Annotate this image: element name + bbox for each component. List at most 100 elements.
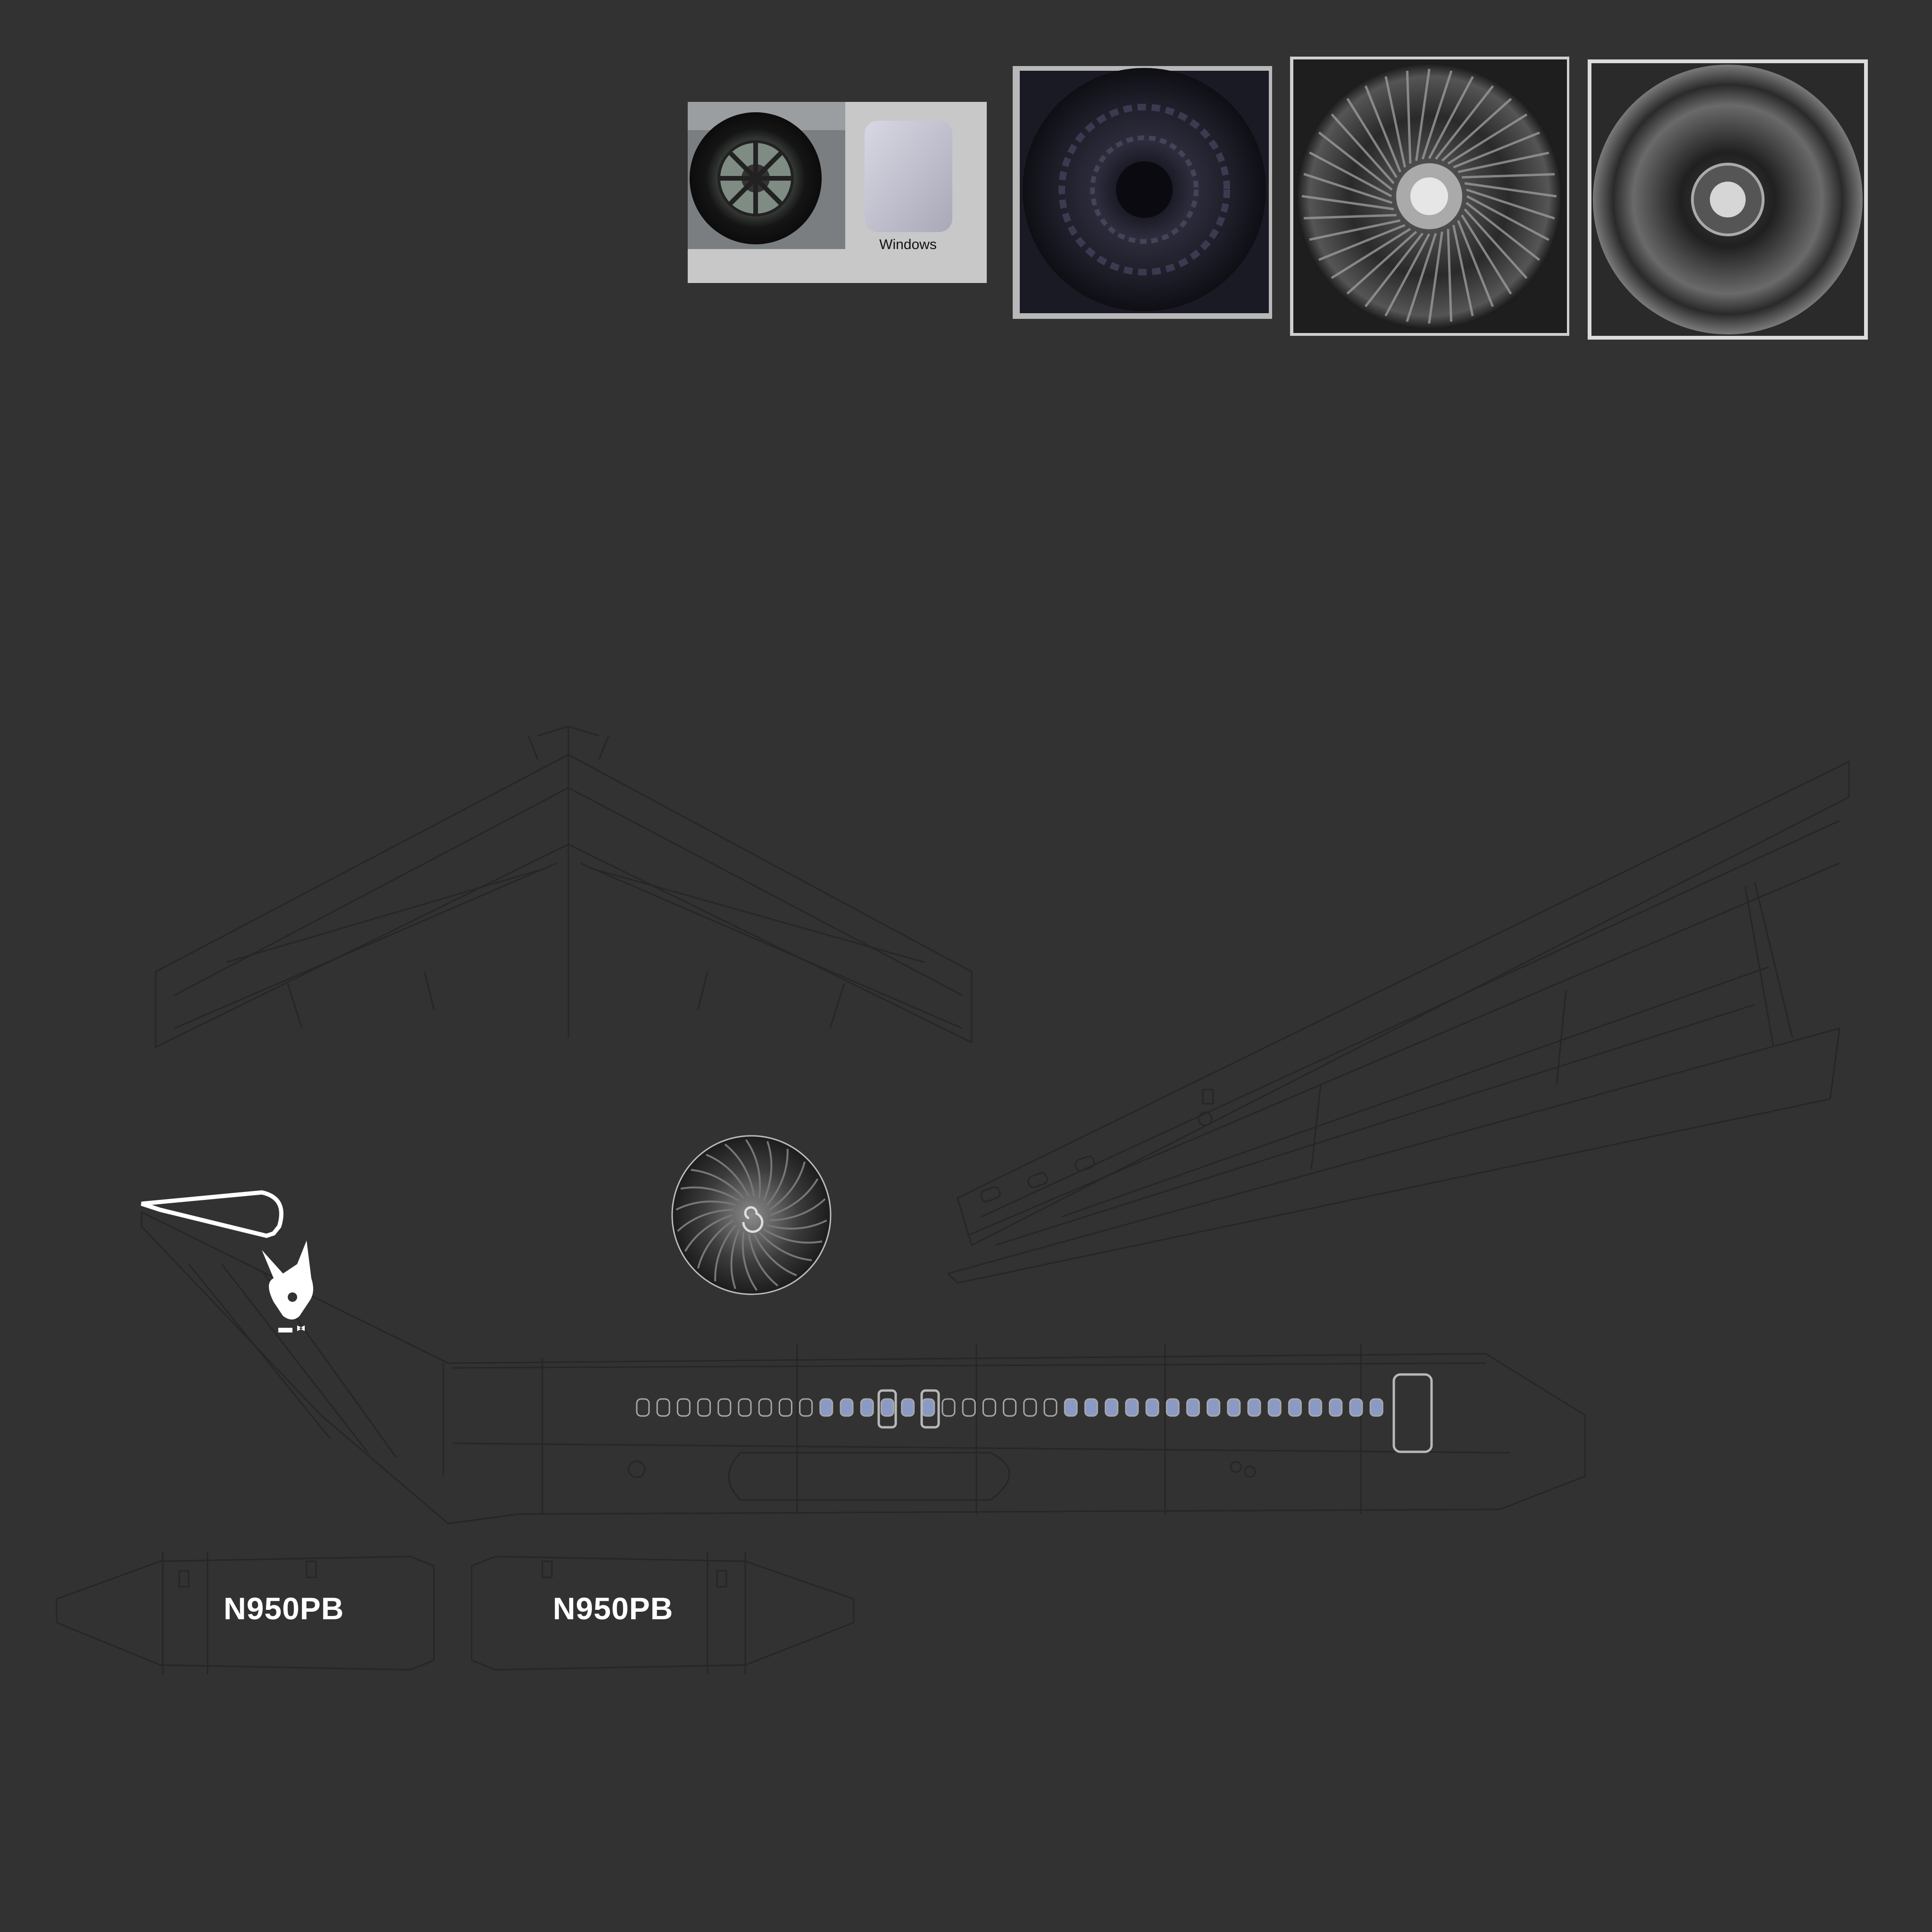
- spinner-blade: [724, 1143, 755, 1197]
- spinner-blade: [697, 1219, 734, 1269]
- spinner-blade: [680, 1186, 740, 1202]
- fan-blade: [1384, 76, 1407, 168]
- spinner-blade: [767, 1219, 827, 1230]
- cabin-window: [758, 1398, 772, 1417]
- cabin-window: [1145, 1398, 1159, 1417]
- spinner-blade: [763, 1141, 773, 1201]
- fan-blade: [1464, 182, 1557, 198]
- fan-blade: [1457, 151, 1549, 174]
- fan-blade: [1364, 233, 1424, 308]
- fan-blade: [1447, 229, 1453, 322]
- spinner-blade: [691, 1169, 744, 1199]
- fan-blade: [1466, 201, 1541, 261]
- cabin-window: [1227, 1398, 1241, 1417]
- cabin-window: [1267, 1398, 1282, 1417]
- tail-cap-outline: [141, 1190, 283, 1238]
- fan-blade: [1466, 195, 1549, 241]
- cabin-window: [717, 1398, 732, 1417]
- fan-blade: [1346, 98, 1398, 178]
- spinner-blade: [770, 1178, 819, 1216]
- tail-logo-top: [141, 1190, 313, 1332]
- fan-blade: [1309, 151, 1392, 198]
- wing-side-uv: [947, 760, 1850, 1284]
- cabin-window: [1003, 1398, 1017, 1417]
- fan-blade: [1428, 231, 1443, 324]
- cabin-window: [982, 1398, 996, 1417]
- spinner-blade: [730, 1229, 740, 1289]
- cabin-window: [1166, 1398, 1180, 1417]
- spinner-blade: [675, 1200, 736, 1211]
- spinner-blade: [741, 1232, 758, 1291]
- fuselage-left-side-uv: [141, 1211, 1586, 1524]
- spinner-blade: [745, 1139, 761, 1198]
- fan-blade: [1421, 70, 1453, 159]
- wheel-texture-panel: [688, 102, 987, 283]
- fan-blade: [1457, 220, 1494, 307]
- cabin-window: [1023, 1398, 1037, 1417]
- fan-blade: [1464, 208, 1528, 279]
- cabin-window: [880, 1398, 894, 1417]
- fan-blade: [1406, 70, 1412, 164]
- cabin-window: [799, 1398, 813, 1417]
- cabin-window: [1349, 1398, 1363, 1417]
- spinner-blade: [684, 1214, 733, 1252]
- cabin-window: [1288, 1398, 1302, 1417]
- cabin-window: [656, 1398, 670, 1417]
- fan-blade: [1331, 113, 1395, 184]
- spinner-blade: [766, 1149, 789, 1206]
- fan-blade: [1384, 233, 1431, 316]
- cabin-window: [1369, 1398, 1383, 1417]
- cabin-window: [1084, 1398, 1098, 1417]
- spinner-blade: [677, 1208, 733, 1232]
- engine-rear-texture: [1588, 59, 1868, 340]
- engine-exhaust-texture: [1013, 66, 1272, 319]
- cabin-window: [1329, 1398, 1343, 1417]
- spinner-blade: [753, 1233, 797, 1276]
- cabin-window: [901, 1398, 915, 1417]
- spinner-blade: [758, 1232, 812, 1261]
- fan-blade: [1461, 214, 1512, 295]
- registration-mark-right: N950PB: [553, 1591, 674, 1626]
- spinner-blade: [769, 1198, 826, 1222]
- cabin-window: [1308, 1398, 1323, 1417]
- fan-blade: [1303, 214, 1397, 220]
- spinner-blade: [748, 1233, 779, 1287]
- fan-blade: [1452, 225, 1474, 316]
- cabin-window: [921, 1398, 935, 1417]
- fan-blade: [1346, 231, 1417, 295]
- fan-spinner-icon: [671, 1135, 832, 1295]
- fan-blade: [1428, 76, 1474, 159]
- fan-blade: [1462, 173, 1555, 179]
- cabin-window: [1125, 1398, 1139, 1417]
- engine-nacelle-uv: [56, 1552, 855, 1674]
- cabin-window: [860, 1398, 874, 1417]
- fan-blade: [1415, 68, 1431, 161]
- fan-blade: [1301, 195, 1394, 210]
- engine-fan-texture: [1290, 57, 1569, 336]
- cabin-window: [1247, 1398, 1261, 1417]
- fan-blade: [1309, 219, 1401, 241]
- cabin-window: [840, 1398, 854, 1417]
- fan-blade: [1364, 85, 1402, 173]
- cabin-window: [941, 1398, 956, 1417]
- fuselage-left-windows: [636, 1398, 1383, 1417]
- windows-texture-label: Windows: [879, 237, 937, 252]
- fan-blade: [1318, 131, 1393, 191]
- fan-blade: [1441, 98, 1512, 162]
- cabin-window: [676, 1398, 691, 1417]
- fan-blade: [1447, 113, 1528, 165]
- spinner-blade: [769, 1161, 806, 1211]
- fuselage-left-doors: [877, 1373, 1433, 1453]
- fan-blade: [1331, 228, 1411, 279]
- fan-blade: [1303, 173, 1392, 204]
- cabin-window: [778, 1398, 792, 1417]
- cabin-window: [1207, 1398, 1221, 1417]
- fan-blade: [1406, 233, 1437, 322]
- cabin-window: [1105, 1398, 1119, 1417]
- cabin-window: [738, 1398, 752, 1417]
- cabin-window: [636, 1398, 650, 1417]
- cabin-window: [962, 1398, 976, 1417]
- fan-blade: [1453, 131, 1540, 169]
- cabin-window: [1043, 1398, 1058, 1417]
- spinner-blade: [714, 1224, 736, 1282]
